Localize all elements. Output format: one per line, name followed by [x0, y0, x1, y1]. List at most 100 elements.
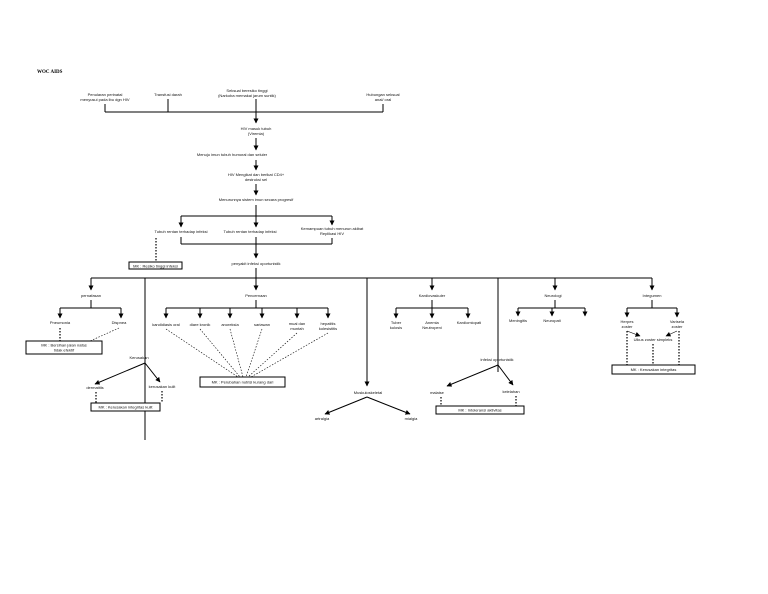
svg-text:dermatitis: dermatitis [86, 385, 103, 390]
svg-text:Ulkus zoster simpleks: Ulkus zoster simpleks [634, 337, 673, 342]
node-neurologi: Neurologi [544, 293, 561, 298]
svg-text:Dispnea: Dispnea [112, 320, 127, 325]
node-seksual-beresiko: Seksual beresiko tinggi (Narkoba memakai… [218, 88, 276, 98]
node-transfusi: Transfusi darah [154, 92, 182, 97]
svg-text:mialgia: mialgia [405, 416, 418, 421]
node-hubungan-seksual: Hubungan seksual anal/ oral [366, 92, 399, 102]
node-hiv-masuk: HIV masuk tubuh (Viremia) [241, 126, 272, 136]
svg-text:sariawan: sariawan [254, 322, 270, 327]
node-herpes: Herpes zoster [621, 319, 634, 329]
svg-text:Integumen: Integumen [643, 293, 662, 298]
connectors-branch1 [178, 205, 335, 228]
svg-text:Muskuloskeletal: Muskuloskeletal [354, 390, 383, 395]
connectors-neurologi [515, 300, 588, 317]
svg-text:anoreksia: anoreksia [221, 322, 239, 327]
connectors-to-penyakit [180, 237, 333, 259]
svg-text:muntah: muntah [290, 326, 303, 331]
svg-text:penyakit infeksi oportunistik: penyakit infeksi oportunistik [232, 261, 281, 266]
node-integumen: Integumen [643, 293, 662, 298]
node-penularan: Penularan perinatal menyusui pada ibu dg… [80, 92, 129, 102]
node-pencernaan: Pencernaan [245, 293, 267, 298]
svg-text:Tuber: Tuber [391, 320, 402, 325]
svg-text:Replikasi HIV: Replikasi HIV [320, 231, 344, 236]
svg-text:Tubuh rentan terhadap infeksi: Tubuh rentan terhadap infeksi [224, 229, 277, 234]
svg-text:zoster: zoster [672, 324, 684, 329]
connectors-kardiovaskuler [393, 300, 471, 319]
connectors-muskuloskeletal [324, 396, 411, 415]
connectors-pernafasan [57, 300, 124, 319]
svg-text:artralgia: artralgia [315, 416, 330, 421]
diagram-title: WOC AIDS [37, 70, 63, 75]
svg-text:Kardiomiopati: Kardiomiopati [457, 320, 482, 325]
node-menuju-sel: Menuju imun tubuh humoral dan seluler [197, 152, 268, 157]
node-dermatitis: dermatitis [86, 385, 103, 390]
svg-text:Menuju imun tubuh humoral dan: Menuju imun tubuh humoral dan seluler [197, 152, 268, 157]
node-neuropati: Neuropati [543, 318, 560, 323]
svg-text:kelelahan: kelelahan [502, 389, 519, 394]
node-tuberkulosis: Tuber kulosis [390, 320, 402, 330]
svg-text:malaise: malaise [430, 390, 445, 395]
svg-text:MK : Bersihan jalan nafas: MK : Bersihan jalan nafas [41, 343, 87, 348]
node-kerusakan: Kerusakan [129, 355, 148, 360]
mk-kerusakan-box: MK : Kerusakan integritas kulit [90, 402, 161, 412]
svg-text:hepatitis: hepatitis [321, 321, 336, 326]
connectors-integumen [624, 300, 680, 318]
node-muskuloskeletal: Muskuloskeletal [354, 390, 383, 395]
node-diare-kronik: diare kronik [190, 322, 211, 327]
svg-text:anal/ oral: anal/ oral [375, 97, 392, 102]
svg-text:Varisela: Varisela [670, 319, 685, 324]
node-rentan-1: Tubuh rentan terhadap infeksi [155, 229, 208, 234]
node-hepatitis: hepatitis kolesistitis [319, 321, 337, 331]
node-kelelahan: kelelahan [502, 389, 519, 394]
svg-text:Seksual beresiko tinggi: Seksual beresiko tinggi [226, 88, 267, 93]
svg-text:Transfusi darah: Transfusi darah [154, 92, 182, 97]
svg-text:Kemampuan tubuh menurun akibat: Kemampuan tubuh menurun akibat [301, 226, 364, 231]
svg-text:diare kronik: diare kronik [190, 322, 211, 327]
node-kemampuan: Kemampuan tubuh menurun akibat Replikasi… [301, 226, 364, 236]
node-anoreksia: anoreksia [221, 322, 239, 327]
connectors-bus [88, 268, 655, 440]
mk-intoleransi-box: MK : Intoleransi aktivitas [435, 405, 525, 415]
node-sariawan: sariawan [254, 322, 270, 327]
svg-text:MK : Kerusakan integritas: MK : Kerusakan integritas [631, 367, 677, 372]
svg-text:zoster: zoster [622, 324, 634, 329]
node-menurunnya: Menurunnya sistem imun secara progresif [219, 197, 294, 202]
svg-text:Penularan perinatal: Penularan perinatal [88, 92, 123, 97]
svg-text:MK : Perubahan nutrisi kurang: MK : Perubahan nutrisi kurang dari [212, 380, 274, 385]
connectors-inputs [104, 99, 384, 124]
svg-text:Kerusakan: Kerusakan [129, 355, 148, 360]
mk-perubahan-box: MK : Perubahan nutrisi kurang dari [199, 376, 286, 388]
connectors-oportunistik [446, 364, 514, 387]
node-meningitis: Meningitis [509, 318, 527, 323]
svg-text:(Viremia): (Viremia) [248, 131, 265, 136]
svg-text:Neurologi: Neurologi [544, 293, 561, 298]
svg-text:MK : Kerusakan integritas kuli: MK : Kerusakan integritas kulit [98, 405, 153, 410]
svg-text:Kardiovaskuler: Kardiovaskuler [419, 293, 446, 298]
node-oportunistik: infeksi oportunistik [481, 357, 514, 362]
svg-text:Pencernaan: Pencernaan [245, 293, 267, 298]
dash-dispnea [89, 327, 120, 342]
node-artralgia: artralgia [315, 416, 330, 421]
svg-text:kerusakan kulit: kerusakan kulit [149, 384, 177, 389]
node-anemia: Anemia Neutropeni [422, 320, 442, 330]
svg-text:mual dan: mual dan [289, 321, 305, 326]
svg-text:MK : Intoleransi aktivitas: MK : Intoleransi aktivitas [458, 408, 501, 413]
svg-text:Anemia: Anemia [425, 320, 439, 325]
svg-text:HIV Mengikat dan berikat CD4+: HIV Mengikat dan berikat CD4+ [228, 172, 285, 177]
svg-text:menyusui pada ibu dgn HIV: menyusui pada ibu dgn HIV [80, 97, 129, 102]
node-penyakit: penyakit infeksi oportunistik [232, 261, 281, 266]
dashes-pencernaan [165, 328, 329, 378]
mk-integritas-box: MK : Kerusakan integritas [611, 364, 696, 375]
svg-text:kulosis: kulosis [390, 325, 402, 330]
svg-text:MK : Resiko tinggi infeksi: MK : Resiko tinggi infeksi [133, 264, 178, 269]
node-kardiomiopati: Kardiomiopati [457, 320, 482, 325]
svg-text:tidak efektif: tidak efektif [54, 348, 75, 353]
svg-text:Hubungan seksual: Hubungan seksual [366, 92, 399, 97]
node-mialgia: mialgia [405, 416, 418, 421]
svg-text:kandidiasis oral: kandidiasis oral [152, 322, 180, 327]
node-ulkus: Ulkus zoster simpleks [634, 337, 673, 342]
node-lesi-kulit: kerusakan kulit [149, 384, 177, 389]
svg-text:Neuropati: Neuropati [543, 318, 560, 323]
